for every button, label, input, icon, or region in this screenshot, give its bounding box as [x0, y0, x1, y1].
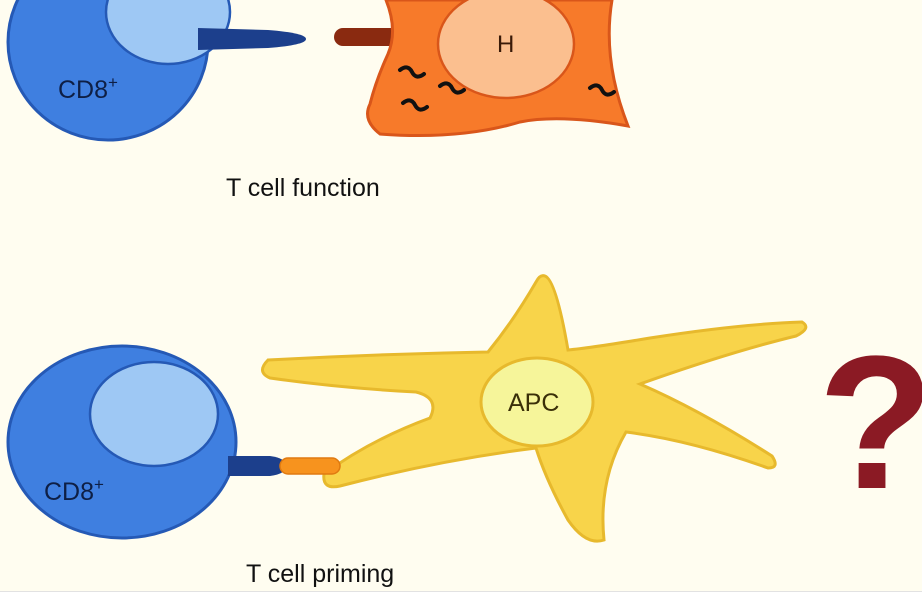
bottom-tcell: CD8+	[6, 344, 238, 540]
question-mark: ?	[818, 317, 922, 529]
top-mhc	[334, 28, 406, 46]
top-peptide-squiggle	[588, 83, 616, 97]
bottom-panel: APC CD8+ ?	[6, 274, 922, 543]
top-tcell-label-superscript: +	[108, 73, 118, 92]
bottom-tcell-label-superscript: +	[94, 475, 104, 494]
top-tcell-label-text: CD8	[58, 76, 108, 104]
apc-cell: APC	[261, 274, 808, 543]
top-target-cell: H	[366, 0, 631, 137]
bottom-tcell-label: CD8+	[44, 475, 104, 506]
top-panel: CD8+ H	[6, 0, 631, 142]
top-tcell-label: CD8+	[58, 73, 118, 104]
top-tcr	[198, 28, 306, 50]
top-peptide-squiggle	[398, 65, 426, 79]
caption-t-cell-priming: T cell priming	[246, 560, 395, 588]
bottom-divider	[0, 591, 922, 596]
top-peptide-squiggle	[401, 98, 429, 112]
apc-label: APC	[508, 389, 559, 417]
bottom-tcell-nucleus	[88, 360, 220, 468]
top-target-cell-nucleus	[436, 0, 576, 100]
bottom-tcr	[228, 456, 286, 476]
top-target-cell-label: H	[497, 31, 514, 58]
caption-t-cell-function: T cell function	[226, 174, 380, 202]
bottom-tcell-label-text: CD8	[44, 478, 94, 506]
bottom-mhc	[279, 457, 341, 475]
top-tcell: CD8+	[6, 0, 232, 142]
apc-nucleus	[479, 356, 595, 448]
top-peptide-squiggle	[438, 81, 466, 95]
